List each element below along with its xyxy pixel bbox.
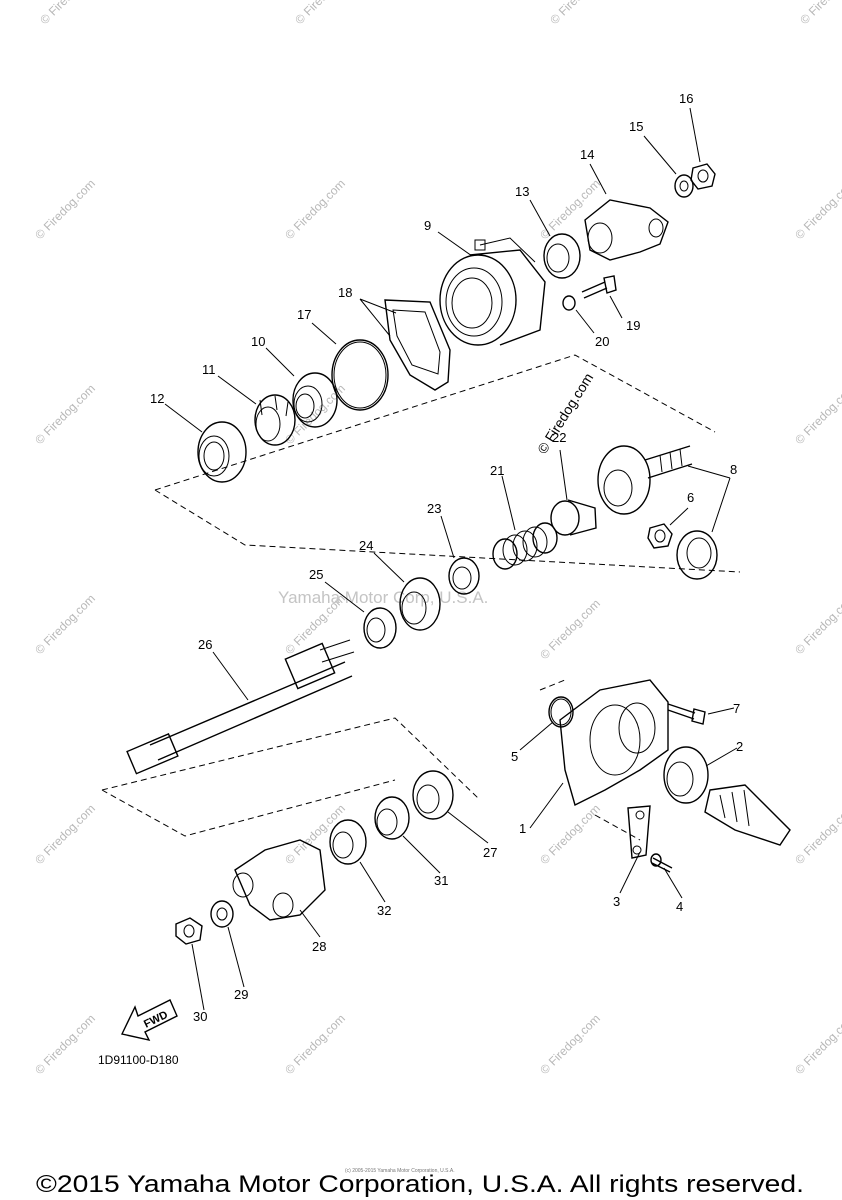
part-12-bearing [197, 421, 247, 483]
part-21-spring [492, 522, 558, 570]
watermark: © Firedog.com [282, 381, 348, 447]
watermark-grid: © Firedog.com © Firedog.com © Firedog.co… [32, 0, 842, 1077]
watermark: © Firedog.com [32, 801, 98, 867]
watermark: © Firedog.com [537, 176, 603, 242]
frame-pinion-bearings [154, 354, 741, 573]
part-24-bearing [399, 577, 441, 631]
part-14-yoke [584, 199, 669, 261]
part-25-bearing [363, 607, 397, 649]
watermark: © Firedog.com [537, 596, 603, 662]
callout-28: 28 [312, 939, 326, 954]
part-29-washer [210, 900, 234, 928]
watermark: © Firedog.com [792, 381, 842, 447]
leader-lines [164, 107, 738, 1011]
callout-10: 10 [251, 334, 265, 349]
callout-4: 4 [676, 899, 683, 914]
callout-labels: 1 2 3 4 5 6 7 8 9 10 11 12 13 14 15 16 1… [150, 91, 743, 1024]
watermark: © Firedog.com [292, 0, 358, 27]
part-9-bearing-housing [439, 237, 546, 346]
watermark: © Firedog.com [32, 176, 98, 242]
callout-21: 21 [490, 463, 504, 478]
watermark: © Firedog.com [792, 591, 842, 657]
part-5-o-ring [548, 696, 574, 728]
frame-drive-shaft [101, 717, 479, 837]
part-18-shim [384, 299, 451, 391]
part-32-seal [329, 819, 367, 865]
callout-30: 30 [193, 1009, 207, 1024]
part-1-gear-case [559, 679, 669, 807]
watermark: © Firedog.com [792, 1011, 842, 1077]
callout-32: 32 [377, 903, 391, 918]
callout-18: 18 [338, 285, 352, 300]
watermark: © Firedog.com [537, 1011, 603, 1077]
part-13-oil-seal [543, 233, 581, 279]
callout-17: 17 [297, 307, 311, 322]
part-20-washer [562, 295, 576, 311]
callout-25: 25 [309, 567, 323, 582]
part-output-shaft [704, 784, 791, 846]
callout-13: 13 [515, 184, 529, 199]
fine-print: (c) 2005-2015 Yamaha Motor Corporation, … [345, 1168, 455, 1174]
watermark: © Firedog.com [792, 176, 842, 242]
callout-14: 14 [580, 147, 594, 162]
watermark: © Firedog.com [32, 381, 98, 447]
diagram-code: 1D91100-D180 [98, 1053, 179, 1067]
part-17-o-ring [331, 339, 389, 411]
frame-housing [539, 679, 641, 841]
part-16-nut [690, 163, 716, 190]
part-15-washer [674, 174, 694, 198]
callout-22: 22 [552, 430, 566, 445]
part-28-yoke [232, 839, 326, 921]
part-22-collar [550, 499, 597, 536]
part-30-nut [175, 917, 203, 945]
callout-27: 27 [483, 845, 497, 860]
part-11-ring-nut [254, 394, 296, 446]
watermark: © Firedog.com [282, 176, 348, 242]
callout-23: 23 [427, 501, 441, 516]
part-31-ring-nut [374, 796, 410, 840]
part-10-bearing [292, 372, 338, 428]
callout-15: 15 [629, 119, 643, 134]
callout-26: 26 [198, 637, 212, 652]
watermark: © Firedog.com [797, 0, 842, 27]
callout-6: 6 [687, 490, 694, 505]
callout-3: 3 [613, 894, 620, 909]
callout-1: 1 [519, 821, 526, 836]
watermark: © Firedog.com [547, 0, 613, 27]
watermark: © Firedog.com [32, 1011, 98, 1077]
callout-11: 11 [202, 362, 216, 377]
watermark: © Firedog.com [282, 1011, 348, 1077]
part-27-bearing [412, 770, 454, 820]
watermark: © Firedog.com [37, 0, 103, 27]
part-26-drive-shaft [126, 639, 355, 775]
callout-8: 8 [730, 462, 737, 477]
part-23-seal [448, 557, 480, 595]
part-2-bearing [663, 746, 709, 804]
part-7-bolt [667, 703, 706, 725]
callout-16: 16 [679, 91, 693, 106]
callout-29: 29 [234, 987, 248, 1002]
callout-19: 19 [626, 318, 640, 333]
callout-24: 24 [359, 538, 373, 553]
watermark: © Firedog.com [32, 591, 98, 657]
callout-31: 31 [434, 873, 448, 888]
callout-5: 5 [511, 749, 518, 764]
part-6-nut [647, 523, 673, 549]
watermark: © Firedog.com [792, 801, 842, 867]
callout-20: 20 [595, 334, 609, 349]
callout-2: 2 [736, 739, 743, 754]
watermark: © Firedog.com [537, 801, 603, 867]
part-3-plate [627, 805, 651, 859]
callout-12: 12 [150, 391, 164, 406]
callout-7: 7 [733, 701, 740, 716]
callout-9: 9 [424, 218, 431, 233]
copyright-footer: ©2015 Yamaha Motor Corporation, U.S.A. A… [36, 1171, 804, 1198]
part-8-gear-set [597, 445, 718, 580]
part-19-bolt [581, 275, 617, 299]
ghost-credit: Yamaha Motor Corp, U.S.A. [278, 588, 488, 607]
part-4-screw [650, 853, 673, 873]
fwd-arrow-icon: FWD [120, 999, 178, 1042]
